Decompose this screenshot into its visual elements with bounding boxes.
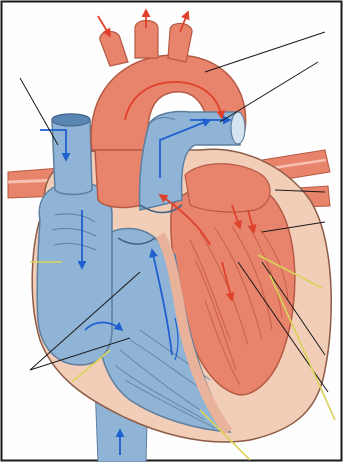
leader-line-superior-vena-cava — [20, 78, 58, 145]
aortic-branch-1 — [100, 31, 128, 66]
leader-line-aorta — [205, 32, 325, 72]
right-atrium — [37, 182, 112, 365]
